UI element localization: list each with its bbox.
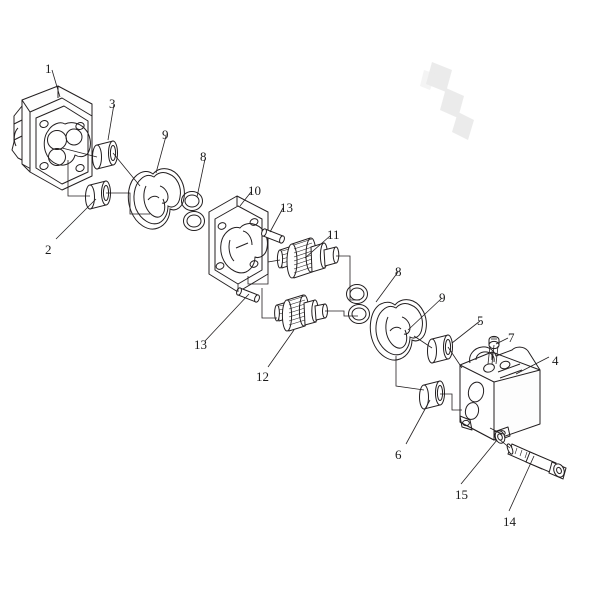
callout-label-5: 5 xyxy=(477,313,484,328)
part-6-bushing xyxy=(419,380,445,410)
callout-label-7: 7 xyxy=(508,330,515,345)
callout-label-8-left: 8 xyxy=(200,149,207,164)
callout-label-12: 12 xyxy=(256,369,269,384)
callout-label-6: 6 xyxy=(395,447,402,462)
callout-label-14: 14 xyxy=(503,514,516,529)
part-12-driven-gear-shaft xyxy=(274,294,328,332)
callout-label-13-lower: 13 xyxy=(194,337,207,352)
part-11-drive-gear-shaft xyxy=(276,237,340,279)
callout-label-1: 1 xyxy=(45,61,52,76)
part-5-bushing xyxy=(427,334,453,364)
part-3-bushing xyxy=(92,140,118,170)
callout-label-13-upper: 13 xyxy=(280,200,293,215)
callout-label-8-right: 8 xyxy=(395,264,402,279)
assembly-alignment-lines xyxy=(61,147,511,449)
callout-label-2: 2 xyxy=(45,242,52,257)
callout-label-10: 10 xyxy=(248,183,261,198)
part-2-bushing xyxy=(85,180,111,210)
part-13-dowel-pin-upper xyxy=(261,228,285,244)
callout-label-9-right: 9 xyxy=(439,290,446,305)
callout-label-3: 3 xyxy=(109,96,116,111)
part-14-hex-socket-bolt xyxy=(506,443,567,480)
part-4-pump-rear-housing xyxy=(459,346,541,442)
callout-label-9-left: 9 xyxy=(162,127,169,142)
callout-label-11: 11 xyxy=(327,227,340,242)
part-9-gasket-left xyxy=(127,168,185,230)
watermark xyxy=(420,62,474,140)
part-10-center-body-plate xyxy=(208,195,269,293)
callout-label-15: 15 xyxy=(455,487,468,502)
callout-label-4: 4 xyxy=(552,353,559,368)
part-8-seal-ring-left xyxy=(181,191,205,231)
part-15-washer xyxy=(494,430,506,444)
leader-lines xyxy=(51,69,550,512)
part-1-pump-cover-housing xyxy=(11,85,93,191)
part-9-gasket-right xyxy=(369,299,427,361)
